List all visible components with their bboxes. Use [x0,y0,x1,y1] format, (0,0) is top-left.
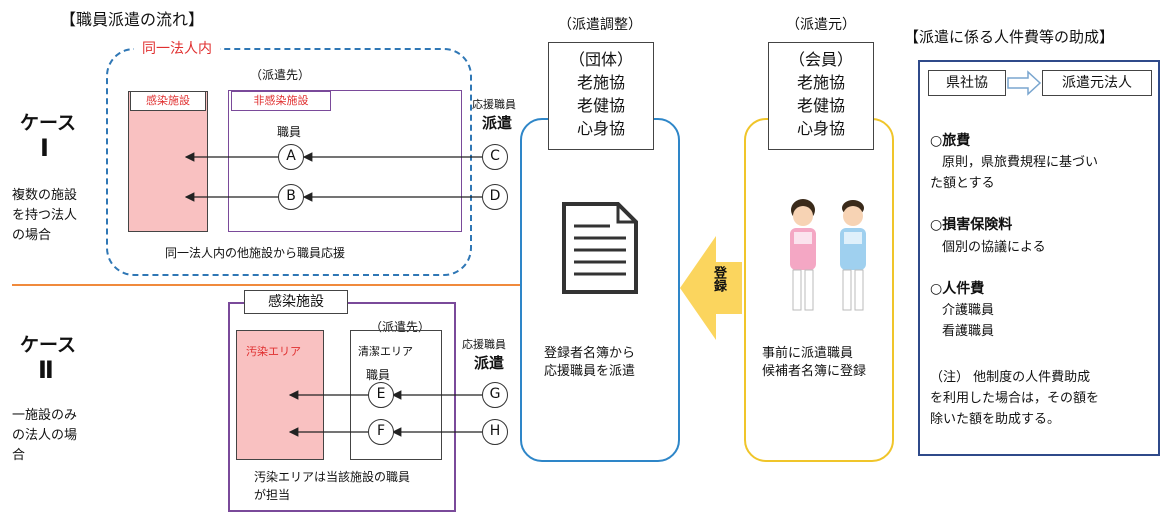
case-divider [12,284,520,286]
subsidy-note-2: を利用した場合は，その額を [930,391,1100,406]
subsidy-item-3-title: ○人件費 [930,281,985,297]
case2-caption-2: が担当 [254,488,291,502]
subsidy-item-3-line-1: 介護職員 [942,303,995,318]
circle-h: H [482,419,508,445]
case1-noninfected-facility [228,90,462,232]
case2-label: ケース [20,334,77,356]
subsidy-from: 県社協 [928,70,1006,96]
subsidy-item-3-line-2: 看護職員 [942,324,995,339]
circle-g: G [482,382,508,408]
subsidy-item-1-title: ○旅費 [930,133,971,149]
case2-support-small: 応援職員 [462,338,506,351]
group-line-2: 老施協 [576,73,625,92]
case1-label: ケース [20,112,77,134]
circle-b: B [278,184,304,210]
member-box: （会員） 老施協 老健協 心身協 [768,42,874,150]
circle-d: D [482,184,508,210]
subsidy-note-3: 除いた額を助成する。 [930,412,1061,427]
case1-noninfected-label: 非感染施設 [231,91,331,111]
subsidy-arrow-icon [1007,70,1042,96]
subsidy-panel [918,60,1160,456]
group-line-4: 心身協 [576,119,625,138]
group-line-1: （団体） [568,50,633,69]
document-icon [562,202,638,294]
subsidy-item-2-title: ○損害保険料 [930,217,1013,233]
subsidy-to: 派遣元法人 [1042,70,1152,96]
case2-numeral: Ⅱ [38,356,54,384]
circle-a: A [278,144,304,170]
case1-support-small: 応援職員 [472,98,516,111]
case2-desc-3: 合 [12,448,26,463]
member-line-2: 老施協 [796,73,845,92]
group-line-3: 老健協 [576,96,625,115]
left-title: 【職員派遣の流れ】 [60,10,205,29]
same-corp-dashed-box [106,48,472,276]
source-text-1: 事前に派遣職員 [762,346,854,361]
case2-caption-1: 汚染エリアは当該施設の職員 [254,470,411,484]
case2-desc-1: 一施設のみ [12,408,78,423]
subsidy-item-1-line-1: 原則，県旅費規程に基づい [942,155,1099,170]
case2-facility-label: 感染施設 [244,290,348,314]
case1-dest-label: （派遣先） [250,68,311,82]
case1-infected-label: 感染施設 [130,91,206,111]
case1-desc-3: の場合 [12,228,52,243]
coordination-header: （派遣調整） [558,17,642,33]
case1-numeral: Ⅰ [40,134,49,162]
registration-label: 登録 [711,266,726,292]
case2-support-big: 派遣 [474,354,505,372]
case1-support-big: 派遣 [482,114,513,132]
member-line-4: 心身協 [796,119,845,138]
subsidy-note-1: （注） 他制度の人件費助成 [930,370,1091,385]
member-line-1: （会員） [788,50,853,69]
member-line-3: 老健協 [796,96,845,115]
case1-staff-label: 職員 [277,125,302,139]
case1-desc-1: 複数の施設 [12,188,78,203]
case2-desc-2: の法人の場 [12,428,78,443]
registration-arrow [680,236,742,340]
case1-infected-facility [128,91,208,232]
subsidy-item-2-line-1: 個別の協議による [942,240,1046,255]
same-corp-label: 同一法人内 [134,38,220,58]
source-text-2: 候補者名簿に登録 [762,364,867,379]
case2-staff-label: 職員 [366,368,391,382]
coordination-text-2: 応援職員を派遣 [544,364,636,379]
case2-contaminated-label: 汚染エリア [246,345,301,358]
case1-desc-2: を持つ法人 [12,208,78,223]
subsidy-item-1-line-2: た額とする [930,176,995,191]
circle-f: F [368,419,394,445]
circle-c: C [482,144,508,170]
case2-clean-label: 清潔エリア [358,345,413,358]
case1-caption: 同一法人内の他施設から職員応援 [165,246,346,260]
circle-e: E [368,382,394,408]
right-title: 【派遣に係る人件費等の助成】 [904,28,1115,46]
coordination-text-1: 登録者名簿から [544,346,636,361]
source-header: （派遣元） [786,17,856,33]
nurse-staff-icon [790,199,866,311]
group-box: （団体） 老施協 老健協 心身協 [548,42,654,150]
